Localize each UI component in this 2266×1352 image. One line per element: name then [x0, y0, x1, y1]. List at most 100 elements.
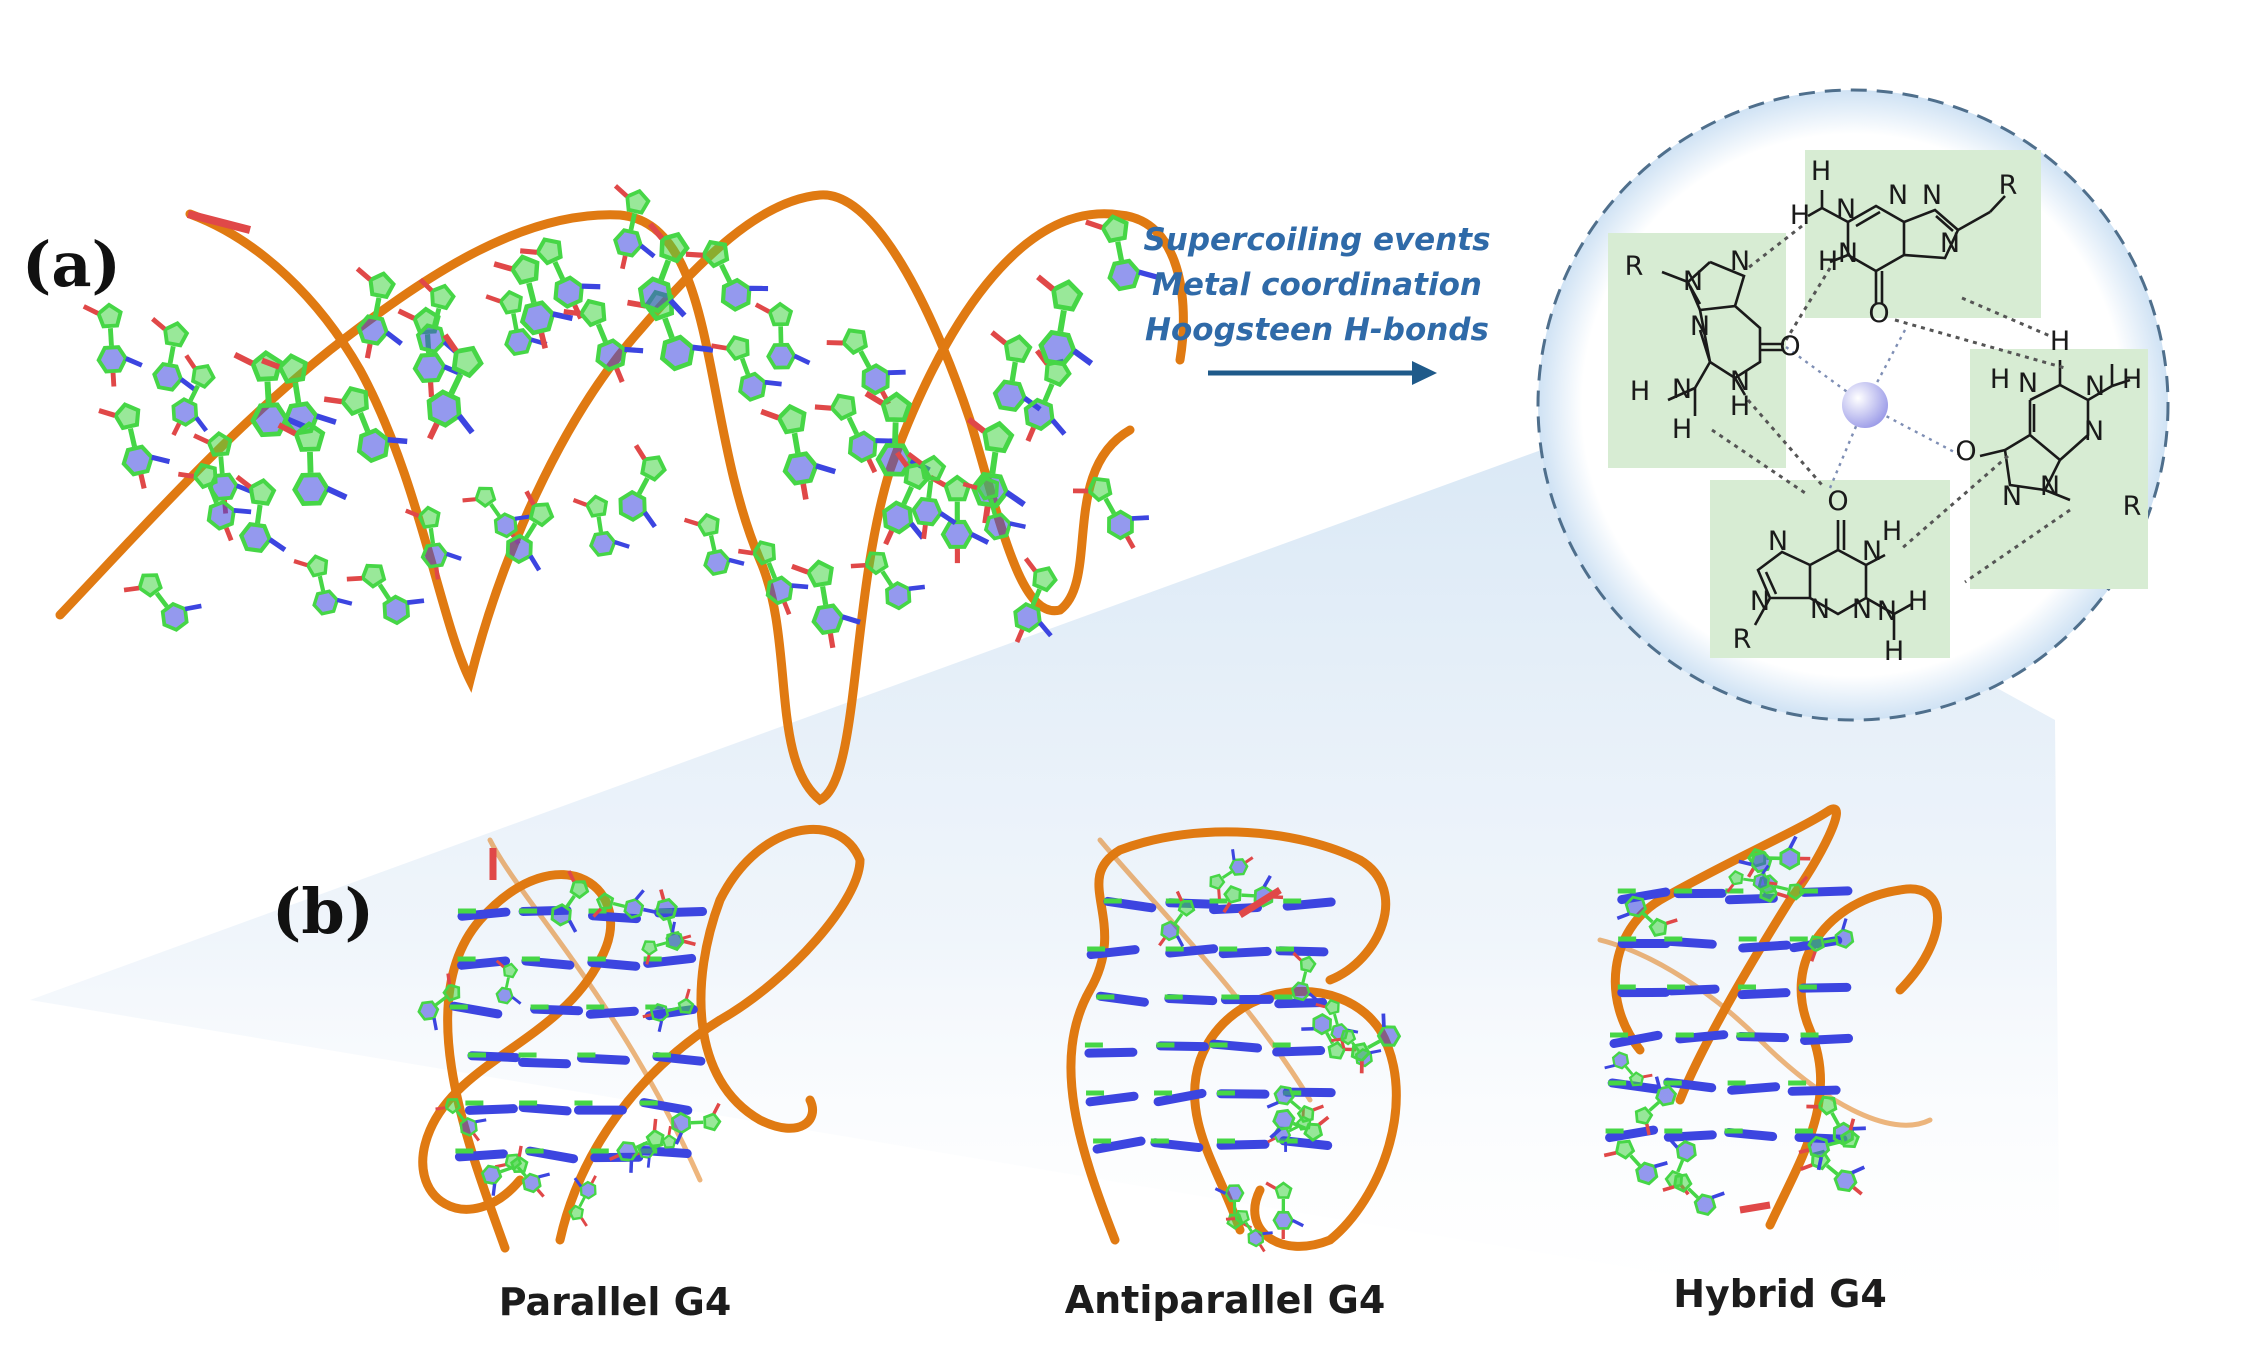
strand-terminus: [1739, 1201, 1771, 1214]
helix-nucleotide: [791, 559, 861, 649]
helix-nucleotide: [82, 302, 143, 387]
helix-nucleotide: [613, 184, 656, 270]
helix-nucleotide: [711, 335, 782, 402]
helix-nucleotide: [123, 573, 202, 632]
g4-nucleotide: [1798, 1118, 1860, 1171]
helix-nucleotide: [754, 301, 811, 370]
metal-ion-icon: [1842, 382, 1888, 428]
g4-nucleotide: [641, 921, 692, 965]
g4-base-plane: [1165, 944, 1219, 958]
g4-nucleotide: [480, 1145, 529, 1196]
g4-nucleotide: [1807, 918, 1855, 962]
atom-label-substituent: R: [1625, 251, 1644, 282]
g4-base-plane: [1737, 988, 1791, 1000]
g4-base-plane: [587, 957, 641, 971]
g4-nucleotide: [1290, 951, 1319, 1002]
guanine-bottom: [1710, 480, 1950, 658]
process-steps: Supercoiling events Metal coordination H…: [1122, 218, 1512, 353]
panel-b-label: (b): [272, 875, 375, 948]
g4-base-plane: [1084, 1047, 1138, 1058]
g4-base-plane: [1609, 1030, 1663, 1049]
atom-label-nitrogen: N: [1922, 180, 1942, 211]
g4-nucleotide: [1616, 895, 1678, 937]
g4-base-plane: [521, 956, 575, 970]
g4-base-plane: [1663, 1130, 1717, 1142]
helix-nucleotide: [962, 476, 1026, 541]
atom-label-nitrogen: N: [1730, 366, 1750, 397]
panel-a-label: (a): [22, 228, 121, 301]
g4-nucleotide: [592, 889, 645, 920]
atom-label-nitrogen: N: [1836, 194, 1856, 225]
atom-label-hydrogen: H: [1884, 636, 1904, 667]
g4-backbone: [487, 837, 703, 1183]
helix-nucleotide: [990, 330, 1042, 412]
atom-label-substituent: R: [1999, 170, 2018, 201]
g4-nucleotide: [417, 973, 461, 1031]
g4-backbone: [1097, 837, 1313, 1103]
g4-nucleotide: [1726, 864, 1778, 893]
atom-label-nitrogen: N: [1888, 180, 1908, 211]
g4-nucleotide: [1301, 1012, 1357, 1060]
g4-base-plane: [464, 1104, 518, 1115]
g4-base-plane: [1216, 1139, 1270, 1150]
g4-base-plane: [1282, 897, 1336, 911]
helix-nucleotide: [1072, 476, 1150, 550]
g4-nucleotide: [1266, 1085, 1325, 1123]
g4-base-plane: [1617, 887, 1671, 905]
g4-nucleotide: [1603, 1139, 1668, 1186]
helix-nucleotide: [355, 266, 403, 359]
atom-label-nitrogen: N: [1838, 238, 1858, 269]
helix-nucleotide: [637, 222, 690, 318]
helix-nucleotide: [462, 486, 530, 545]
helix-nucleotide: [814, 393, 894, 474]
atom-label-substituent: R: [2123, 491, 2142, 522]
g4-nucleotide: [1225, 1209, 1273, 1253]
helix-nucleotide: [1085, 214, 1158, 292]
g4-base-plane: [1727, 1082, 1781, 1095]
helix-nucleotide: [760, 403, 837, 500]
atom-label-hydrogen: H: [1908, 586, 1928, 617]
atom-label-nitrogen: N: [2084, 416, 2104, 447]
g4-base-plane: [576, 1053, 630, 1065]
step-metal-coordination: Metal coordination: [1152, 267, 1482, 303]
g4-base-plane: [1150, 1138, 1204, 1153]
g4-nucleotide: [1634, 1076, 1678, 1136]
step-hoogsteen-bonds: Hoogsteen H-bonds: [1145, 312, 1489, 348]
g4-nucleotide: [1806, 1095, 1866, 1146]
g4-base-plane: [518, 1057, 572, 1069]
atom-label-nitrogen: N: [1877, 596, 1897, 627]
helix-nucleotide: [98, 402, 171, 489]
helix-nucleotide: [493, 254, 574, 349]
atom-label-hydrogen: H: [2122, 364, 2142, 395]
atom-label-nitrogen: N: [1690, 311, 1710, 342]
parallel-g4-structure: [417, 824, 865, 1253]
step-supercoiling: Supercoiling events: [1143, 222, 1491, 258]
g4-base-plane: [1738, 940, 1792, 953]
atom-label-hydrogen: H: [1730, 391, 1750, 422]
g4-nucleotide: [550, 870, 590, 933]
g4-base-plane: [1218, 946, 1272, 959]
helix-nucleotide: [618, 444, 667, 529]
right-arrow-icon: [1208, 361, 1437, 385]
atom-label-nitrogen: N: [2002, 481, 2022, 512]
g-quartet-zoom: HHNHNNNNRORNNONNHHNHHHNNHNONNRONNNHNNHNH…: [1536, 88, 2170, 722]
g4-backbone: [1190, 986, 1401, 1251]
helix-nucleotide: [850, 551, 926, 611]
helix-nucleotide: [737, 540, 809, 616]
helix-nucleotide: [277, 421, 348, 506]
atom-label-oxygen: O: [1955, 436, 1976, 467]
atom-label-hydrogen: H: [1818, 246, 1838, 277]
g4-nucleotide: [435, 1098, 487, 1142]
g4-base-plane: [1605, 1125, 1659, 1143]
g4-nucleotide: [495, 959, 522, 1005]
dna-double-helix: [55, 184, 1188, 806]
g4-nucleotide: [1662, 1173, 1725, 1217]
g4-base-plane: [1272, 1046, 1326, 1057]
atom-label-substituent: R: [1733, 624, 1752, 655]
atom-label-nitrogen: N: [2040, 471, 2060, 502]
atom-label-nitrogen: N: [2085, 371, 2105, 402]
g4-base-plane: [1092, 1136, 1146, 1154]
atom-label-oxygen: O: [1779, 331, 1800, 362]
g4-base-plane: [1274, 997, 1328, 1009]
g4-backbone: [418, 870, 616, 1253]
